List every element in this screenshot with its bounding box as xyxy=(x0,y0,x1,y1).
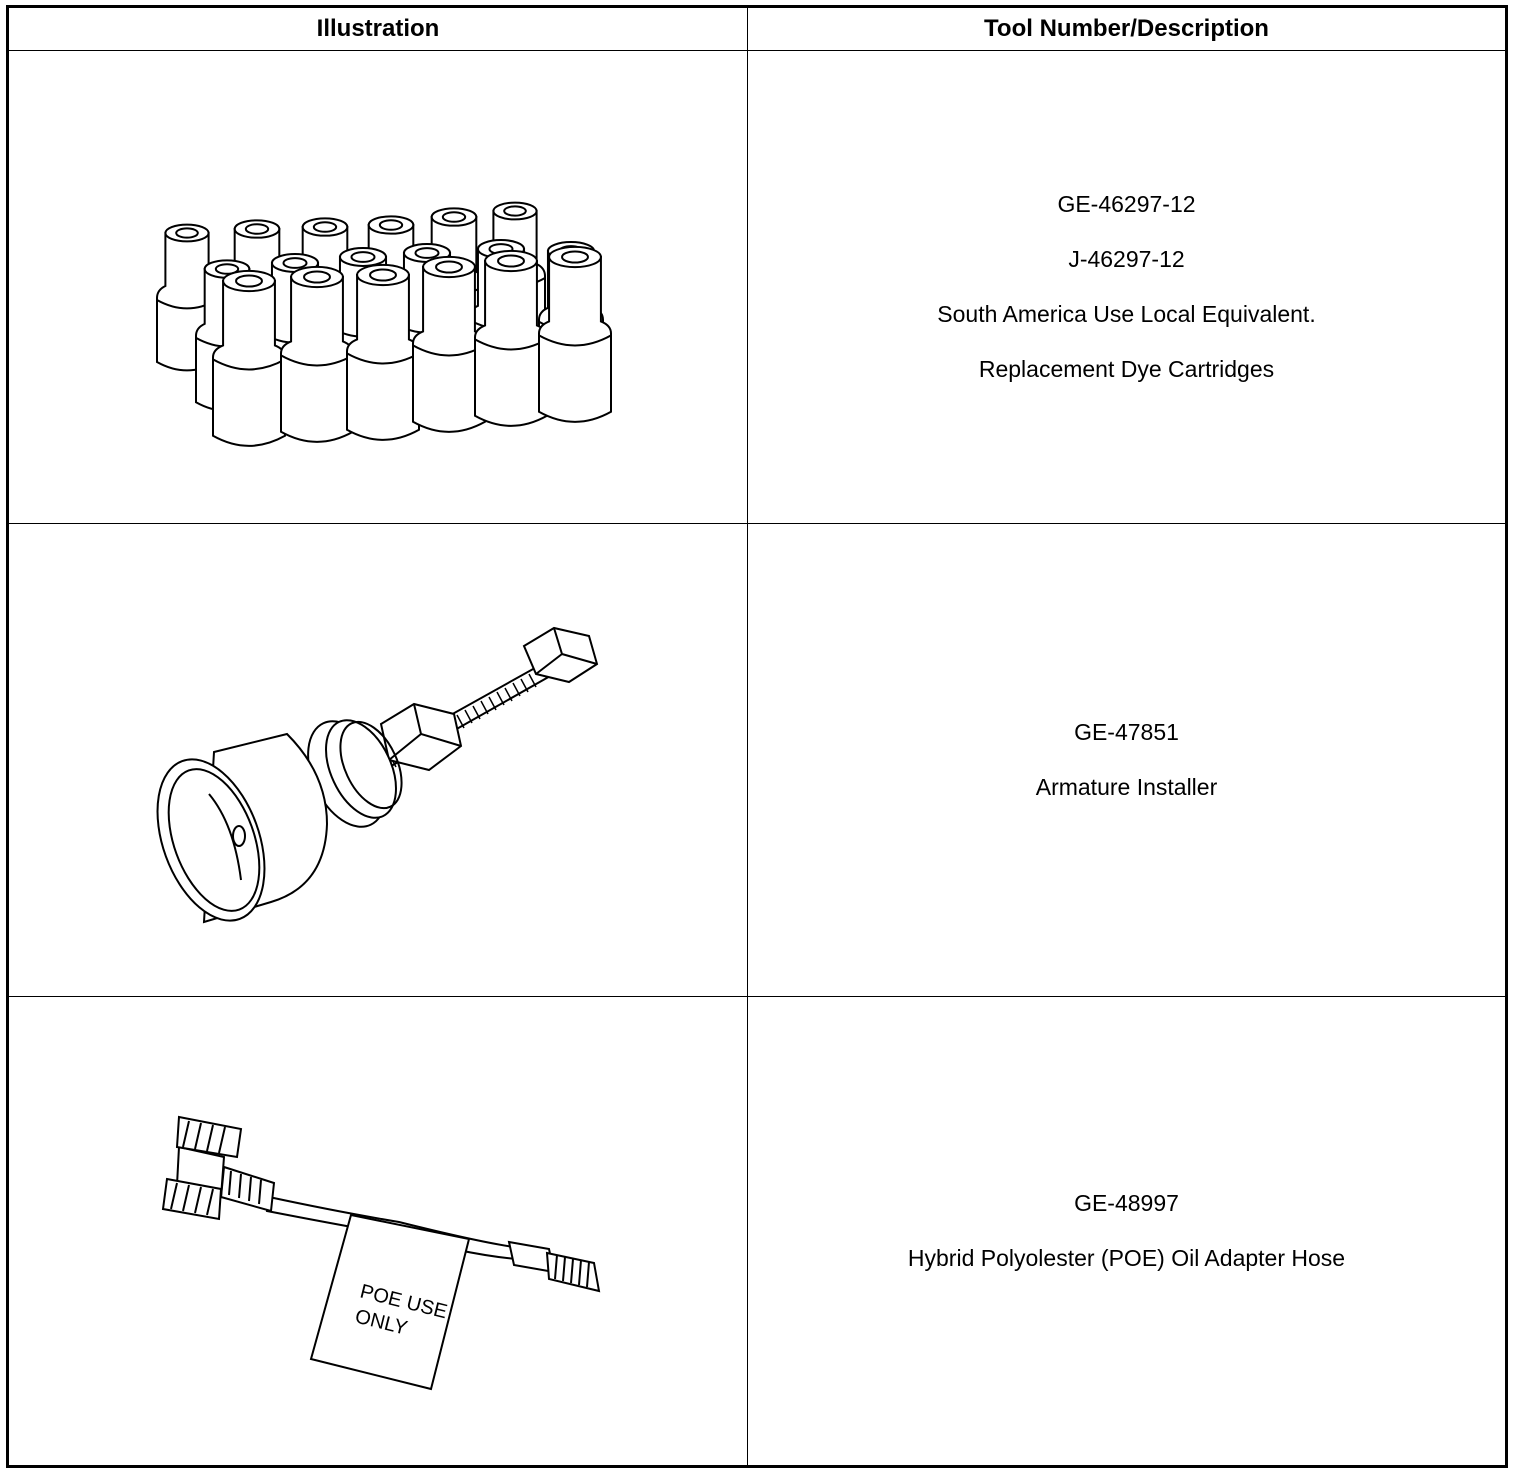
dye-cartridges-illustration xyxy=(9,51,747,523)
table-row: GE-46297-12 J-46297-12 South America Use… xyxy=(9,51,1505,523)
header-divider xyxy=(9,50,1505,51)
oil-adapter-hose-illustration: POE USE ONLY xyxy=(9,997,747,1465)
column-divider xyxy=(747,8,748,1465)
tool-description: Replacement Dye Cartridges xyxy=(978,356,1275,382)
row-divider xyxy=(9,996,1505,997)
tool-number: GE-47851 xyxy=(1074,719,1179,745)
tools-table: Illustration Tool Number/Description GE-… xyxy=(6,5,1508,1468)
illustration-cell xyxy=(9,524,747,996)
illustration-cell: POE USE ONLY xyxy=(9,997,747,1465)
armature-installer-illustration xyxy=(9,524,747,996)
tool-note: South America Use Local Equivalent. xyxy=(937,301,1316,327)
tool-number-alt: J-46297-12 xyxy=(1068,246,1185,272)
tool-description: Hybrid Polyolester (POE) Oil Adapter Hos… xyxy=(907,1245,1346,1271)
header-illustration: Illustration xyxy=(316,15,440,42)
table-row: POE USE ONLY GE-48997 Hybrid Polyolester… xyxy=(9,997,1505,1465)
row-divider xyxy=(9,523,1505,524)
description-cell: GE-47851 Armature Installer xyxy=(748,524,1505,996)
illustration-cell xyxy=(9,51,747,523)
description-cell: GE-48997 Hybrid Polyolester (POE) Oil Ad… xyxy=(748,997,1505,1465)
tool-number: GE-48997 xyxy=(1074,1190,1179,1216)
tool-number: GE-46297-12 xyxy=(1057,191,1196,217)
tool-description: Armature Installer xyxy=(1035,774,1218,800)
header-tool-description: Tool Number/Description xyxy=(984,15,1269,42)
table-row: GE-47851 Armature Installer xyxy=(9,524,1505,996)
description-cell: GE-46297-12 J-46297-12 South America Use… xyxy=(748,51,1505,523)
